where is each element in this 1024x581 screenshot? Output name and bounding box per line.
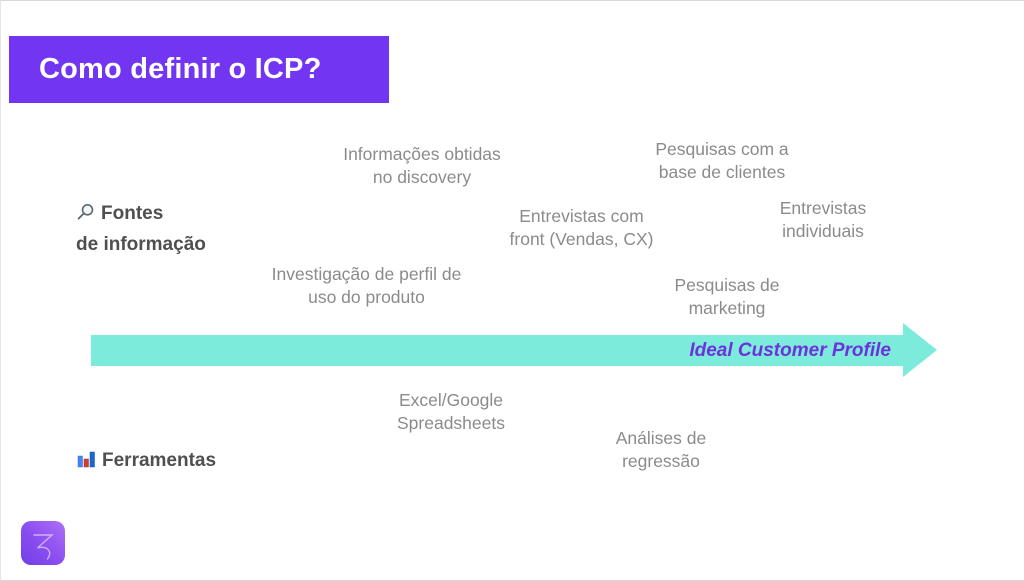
arrow-label: Ideal Customer Profile: [689, 339, 891, 361]
source-item-pesquisas-marketing: Pesquisas de marketing: [674, 275, 780, 318]
bar-chart-icon: [76, 449, 96, 478]
title-box: Como definir o ICP?: [9, 36, 389, 103]
page-title: Como definir o ICP?: [39, 53, 322, 85]
source-item-investigacao-perfil: Investigação de perfil de uso do produto: [271, 264, 462, 307]
source-item-entrevistas-front: Entrevistas com front (Vendas, CX): [509, 206, 654, 249]
timeline-arrow: Ideal Customer Profile: [91, 335, 903, 366]
tool-item-analises-regressao: Análises de regressão: [615, 428, 707, 471]
tool-item-spreadsheets: Excel/Google Spreadsheets: [397, 390, 505, 433]
brand-logo: [21, 521, 65, 565]
tools-heading-label: Ferramentas: [102, 450, 217, 471]
sources-heading-line1: Fontes: [101, 203, 164, 224]
source-item-discovery: Informações obtidas no discovery: [343, 144, 501, 187]
arrow-head: [903, 323, 937, 377]
sources-heading-line2: de informação: [76, 234, 206, 255]
tools-heading: Ferramentas: [76, 447, 216, 478]
source-item-entrevistas-individuais: Entrevistas individuais: [779, 198, 867, 241]
magnifier-icon: [76, 203, 95, 231]
sources-heading: Fontes de informação: [76, 200, 206, 259]
source-item-base-clientes: Pesquisas com a base de clientes: [655, 139, 789, 182]
